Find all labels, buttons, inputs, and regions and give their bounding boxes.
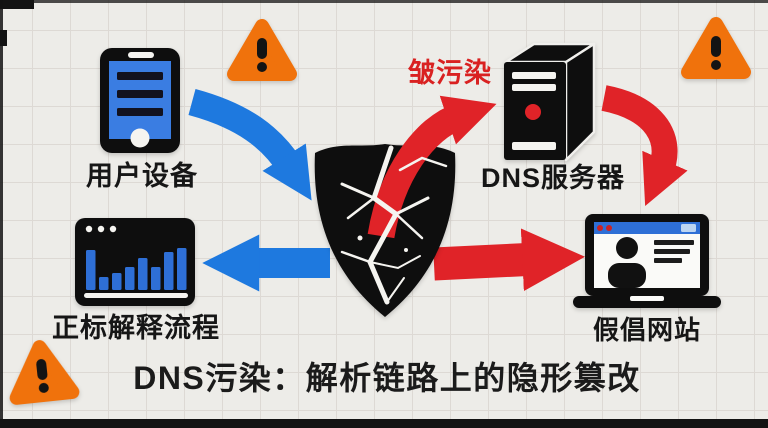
pollution-label: 皱污染: [408, 58, 492, 88]
frame-artifact-bottom: [0, 419, 768, 428]
chart-bars: [86, 248, 187, 290]
chart-bar: [86, 250, 96, 290]
normal-flow-label: 正标解释流程: [52, 313, 220, 343]
chart-bar: [151, 267, 161, 290]
user-avatar-glyph: [608, 237, 646, 288]
warning-icon-top-left: [227, 19, 297, 81]
chart-bar: [99, 277, 109, 290]
server-icon: [504, 42, 596, 162]
chart-bar: [125, 267, 135, 290]
chart-bar: [164, 252, 174, 290]
user-device-label: 用户设备: [86, 161, 198, 191]
arrow-shield-to-fake-site: [433, 228, 585, 292]
chart-bar: [177, 248, 187, 290]
caption-title: DNS污染：解析链路上的隐形篡改: [133, 360, 641, 396]
arrow-shield-to-server: [367, 95, 497, 239]
chart-bar: [112, 273, 122, 290]
dns-server-label: DNS服务器: [480, 163, 626, 193]
warning-icon-top-right: [681, 17, 751, 79]
frame-artifact-top-left: [0, 0, 34, 9]
frame-artifact-top: [0, 0, 768, 3]
browser-chart-icon: [75, 218, 195, 306]
arrow-device-to-shield: [188, 88, 312, 201]
phone-icon: [100, 48, 180, 153]
arrow-server-to-fake-site: [601, 85, 688, 206]
frame-artifact-left: [0, 0, 3, 428]
fake-site-label: 假倡网站: [592, 315, 702, 345]
warning-icon-bottom-left: [9, 340, 80, 405]
shield-cracks: [340, 145, 448, 305]
chart-bar: [138, 258, 148, 290]
frame-artifact-left-blob: [0, 30, 7, 46]
laptop-icon: [573, 214, 721, 308]
